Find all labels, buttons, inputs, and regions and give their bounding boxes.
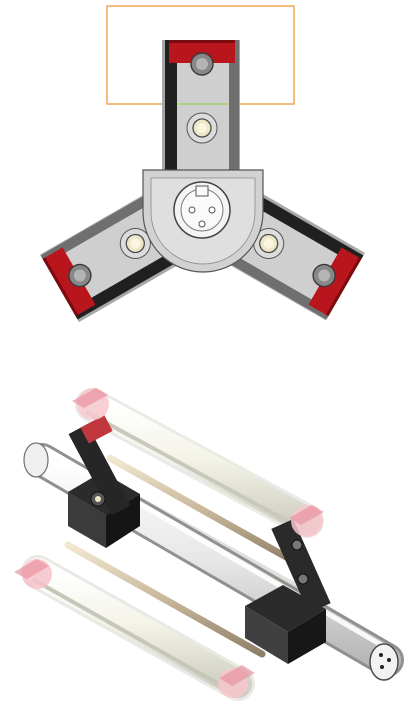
roller-bottom [21,555,255,701]
top-view [40,5,365,323]
tie-rods [64,454,299,658]
front-bracket [68,414,140,548]
rear-bracket [245,519,331,664]
top-hub [142,169,264,273]
top-arm-up [162,40,240,174]
isometric-view [14,388,404,701]
roller-top [75,388,324,538]
red-cap-up [169,40,235,63]
roller-end-caps [14,388,324,698]
